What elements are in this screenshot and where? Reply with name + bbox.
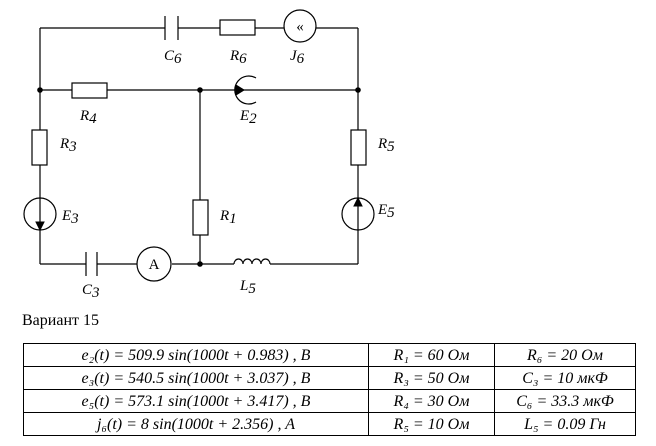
- junction-dot: [197, 261, 203, 267]
- resistor-r4: [71, 82, 108, 99]
- capacitor-c6: [164, 16, 179, 40]
- capacitor-c3: [85, 252, 98, 276]
- inductor-l5: [233, 258, 271, 265]
- label-l5: L5: [239, 278, 256, 297]
- table-cell: C₃ = 10 мкФ: [494, 366, 636, 390]
- label-r3: R3: [59, 136, 77, 155]
- variant-label: Вариант 15: [22, 312, 99, 329]
- parameters-table: e₂(t) = 509.9 sin(1000t + 0.983) , B R₁ …: [23, 343, 636, 436]
- resistor-r5: [350, 129, 367, 166]
- table-cell: R₅ = 10 Ом: [368, 412, 495, 436]
- table-cell: e₂(t) = 509.9 sin(1000t + 0.983) , B: [23, 343, 369, 367]
- junctions: [37, 87, 361, 267]
- label-e2: E2: [239, 108, 257, 127]
- ammeter-symbol: A: [149, 257, 160, 273]
- table-row: e₅(t) = 573.1 sin(1000t + 3.417) , B R₄ …: [23, 389, 636, 413]
- table-cell: L₅ = 0.09 Гн: [494, 412, 636, 436]
- resistor-r1: [192, 199, 209, 236]
- resistor-r3: [31, 129, 48, 166]
- table-cell: j₆(t) = 8 sin(1000t + 2.356) , A: [23, 412, 369, 436]
- table-cell: e₅(t) = 573.1 sin(1000t + 3.417) , B: [23, 389, 369, 413]
- table-cell: R₃ = 50 Ом: [368, 366, 495, 390]
- table-row: e₃(t) = 540.5 sin(1000t + 3.037) , B R₃ …: [23, 366, 636, 390]
- label-c3: C3: [82, 282, 100, 300]
- label-r6: R6: [229, 48, 247, 67]
- table-cell: e₃(t) = 540.5 sin(1000t + 3.037) , B: [23, 366, 369, 390]
- table-cell: C₆ = 33.3 мкФ: [494, 389, 636, 413]
- table-cell: R₄ = 30 Ом: [368, 389, 495, 413]
- label-c6: C6: [164, 48, 182, 67]
- label-e3: E3: [61, 208, 79, 227]
- resistor-r6: [219, 19, 256, 36]
- voltage-source-e2: [234, 75, 257, 105]
- table-row: e₂(t) = 509.9 sin(1000t + 0.983) , B R₁ …: [23, 343, 636, 367]
- label-r4: R4: [79, 108, 97, 127]
- junction-dot: [197, 87, 203, 93]
- junction-dot: [37, 87, 43, 93]
- table-cell: R₆ = 20 Ом: [494, 343, 636, 367]
- e3-arrow-icon: [35, 221, 45, 232]
- table-row: j₆(t) = 8 sin(1000t + 2.356) , A R₅ = 10…: [23, 412, 636, 436]
- circuit-diagram: « A C6 R6 J6 R4 E2 R3 R5 E3 R1 E5 C3 L5: [23, 9, 395, 300]
- label-r5: R5: [377, 136, 395, 155]
- table-cell: R₁ = 60 Ом: [368, 343, 495, 367]
- e2-arrow-icon: [235, 84, 245, 96]
- junction-dot: [355, 87, 361, 93]
- current-source-j6: [283, 9, 317, 43]
- ammeter: [136, 246, 172, 282]
- label-e5: E5: [377, 202, 395, 221]
- e5-arrow-icon: [353, 196, 363, 207]
- current-source-glyph: «: [296, 19, 304, 35]
- label-j6: J6: [290, 48, 305, 67]
- label-r1: R1: [219, 208, 237, 227]
